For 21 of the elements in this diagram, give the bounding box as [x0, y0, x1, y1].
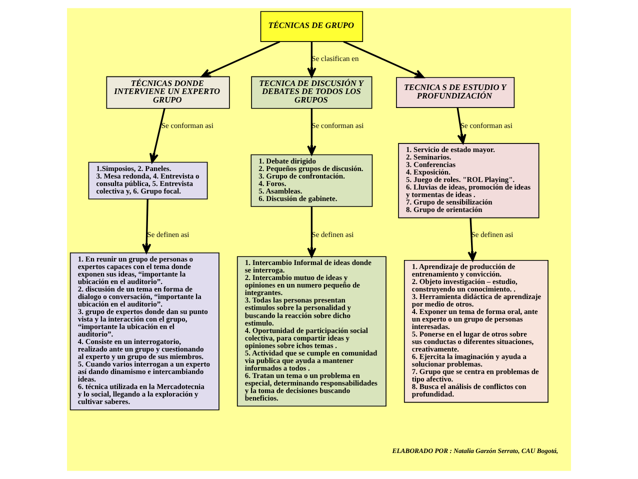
edge-label: Se definen asi [471, 230, 514, 240]
node-box: 1. Debate dirigido 2. Pequeños grupos de discusión. 3. Grupo de confrontación. 4. Foros. 5. Asambleas. 6. Discusión de gabinete. [250, 154, 373, 207]
arrow [201, 40, 280, 78]
node-box: 1. En reunir un grupo de personas o expertos capaces con el tema donde exponen sus ideas, “importante la ubicación en el auditorio”. 2. discusión de un tema en forma de dialogo o conversación, “importante la ubicación en el auditorio”. 3. grupo de expertos donde dan su punto vista y la interacción con el grupo, “importante la ubicación en el auditorio”. 4. Consiste en un interrogatorio, realizado ante un grupo y cuestionando al experto y un grupo de sus miembros. 5. Cuando varios interrogan a un experto así dando dinamismo e intercambiando ideas. 6. técnica utilizada en la Mercadotecnia y lo social, llegando a la exploración y cultivar saberes. [70, 252, 220, 410]
edge-label: Se definen asi [147, 230, 190, 240]
edge-label: Se conforman asi [161, 120, 214, 130]
node-box: 1. Aprendizaje de producción de entrenamiento y convicción. 2. Objeto investigación – estudio, construyendo un conocimiento. . 3. Herramienta didáctica de aprendizaje por medio de otros. 4. Exponer un tema de forma oral, ante un experto o un grupo de personas interesadas. 5. Ponerse en el lugar de otros sobre sus conductas o diferentes situaciones, creativamente. 6. Ejercita la imaginación y ayuda a solucionar problemas. 7. Grupo que se centra en problemas de tipo afectivo. 8. Busca el análisis de conflictos con profundidad. [404, 260, 548, 403]
node-box: TECNICA DE DISCUSIÓN Y DEBATES DE TODOS LOS GRUPOS [251, 76, 372, 109]
arrow [307, 108, 316, 156]
node-box: 1. Servicio de estado mayor. 2. Seminarios. 3. Conferencias 4. Exposición. 5. Juego de roles. "ROL Playing". 6. Lluvias de ideas, promoción de ideas y tormentas de ideas . 7. Grupo de sensibilización 8. Grupo de orientación [398, 143, 540, 218]
arrow [149, 108, 166, 164]
node-box: 1. Intercambio Informal de ideas donde se interroga. 2. Intercambio mutuo de ideas y opiniones en un numero pequeño de integrantes. 3. Todas las personas presentan estimulos sobre la personalidad y buscando la reacción sobre dicho estimulo. 4. Oportunidad de participación social colectiva, para compartir ideas y opiniones sobre ichos temas . 5. Actividad que se cumple en comunidad via publica que ayuda a mantener informados a todos . 6. Tratan un tema o un problema en especial, determinando responsabilidades y la toma de decisiones buscando beneficios. [236, 256, 386, 407]
arrow [307, 42, 316, 78]
node-box: TÉCNICAS DE GRUPO [260, 11, 364, 42]
arrow [307, 206, 316, 258]
node-box: TÉCNICAS DONDE INTERVIENE UN EXPERTO GRUPO [106, 76, 230, 109]
node-box: 1.Simposios, 2. Paneles. 3. Mesa redonda, 4. Entrevista o consulta pública, 5. Entrevista colectiva y, 6. Grupo focal. [88, 162, 208, 200]
arrow [468, 218, 477, 262]
node-box: TECNICA S DE ESTUDIO Y PROFUNDIZACIÓN [396, 77, 515, 108]
arrow [142, 199, 152, 254]
arrow [343, 40, 424, 78]
